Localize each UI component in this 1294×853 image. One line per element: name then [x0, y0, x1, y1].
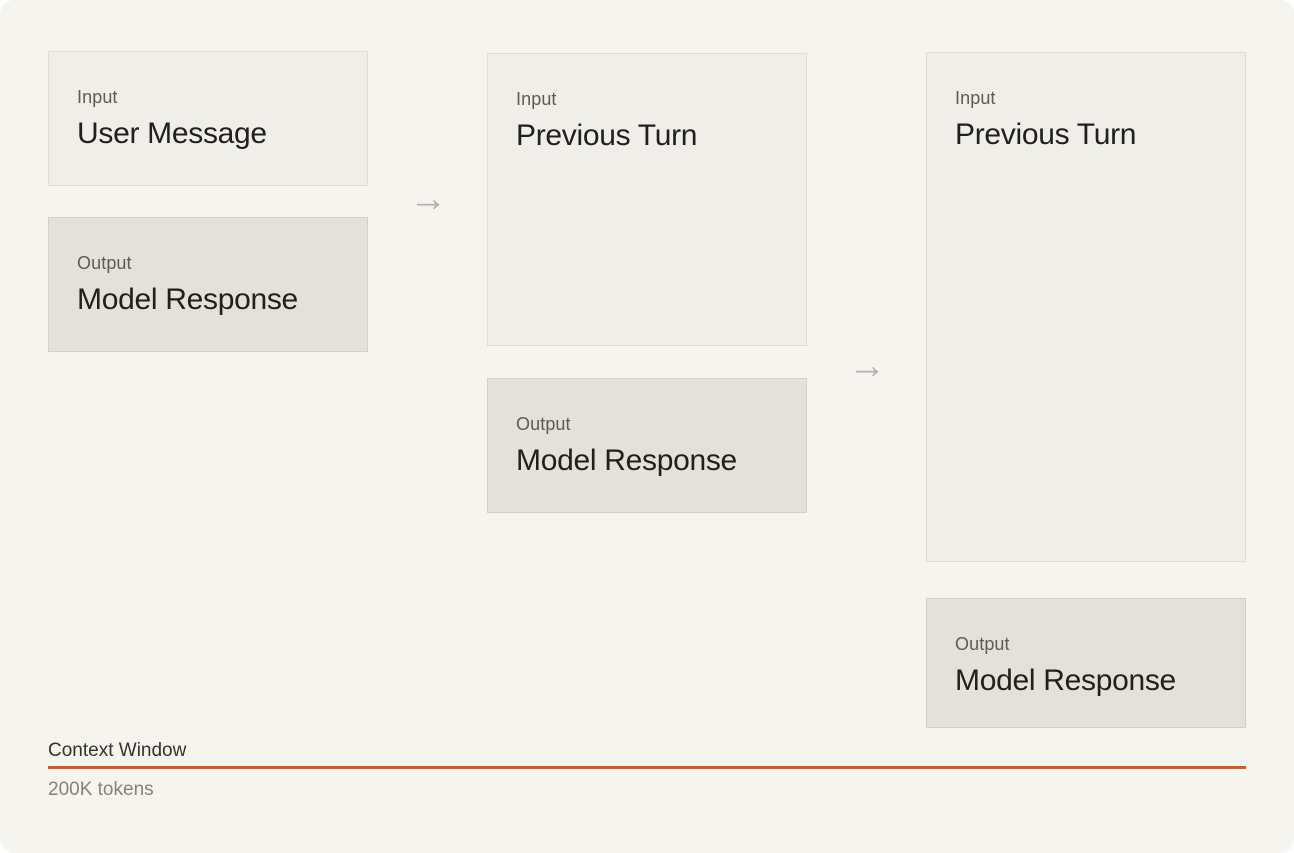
input-title: Previous Turn — [516, 119, 698, 152]
turn-1-input-box: Input User Message — [48, 51, 368, 186]
input-label: Input — [516, 89, 557, 109]
input-title: User Message — [77, 117, 267, 150]
output-label: Output — [955, 634, 1010, 654]
output-title: Model Response — [77, 283, 298, 316]
turn-3-output-box: Output Model Response — [926, 598, 1246, 728]
output-label: Output — [77, 253, 132, 273]
arrow-right-icon: → — [848, 345, 886, 387]
output-title: Model Response — [955, 664, 1176, 697]
context-window-token-count: 200K tokens — [48, 779, 154, 800]
input-label: Input — [955, 88, 996, 108]
input-label: Input — [77, 87, 118, 107]
turn-1-output-box: Output Model Response — [48, 217, 368, 352]
context-window-label: Context Window — [48, 740, 187, 761]
input-title: Previous Turn — [955, 118, 1137, 151]
turn-2-input-box: Input Previous Turn — [487, 53, 807, 346]
output-title: Model Response — [516, 444, 737, 477]
turn-3-input-box: Input Previous Turn — [926, 52, 1246, 562]
output-label: Output — [516, 414, 571, 434]
turn-2-output-box: Output Model Response — [487, 378, 807, 513]
context-window-line — [48, 766, 1246, 769]
arrow-right-icon: → — [409, 178, 447, 220]
